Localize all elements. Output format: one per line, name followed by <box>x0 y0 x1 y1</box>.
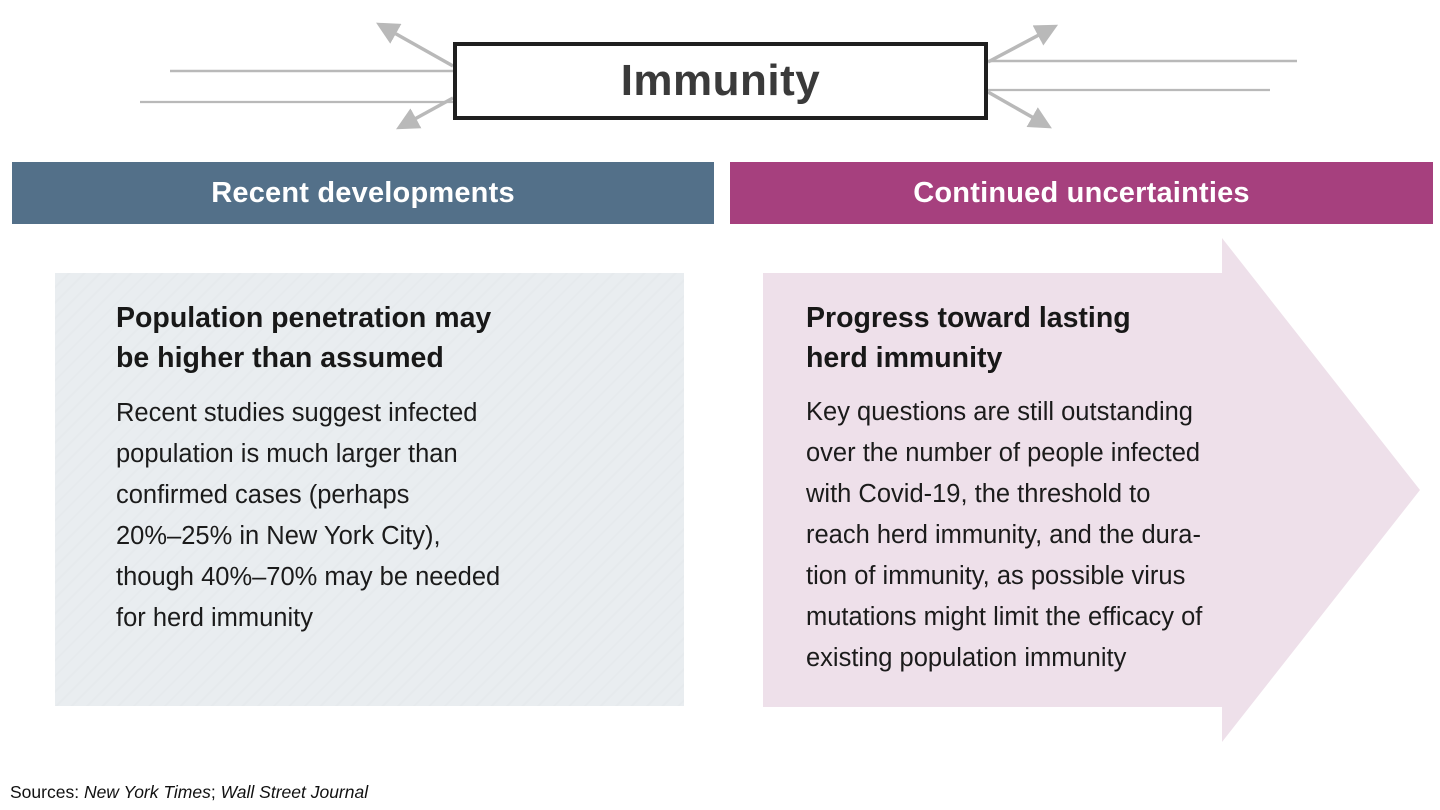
immunity-title: Immunity <box>620 56 821 105</box>
source-new-york-times: New York Times <box>83 782 211 802</box>
left-panel-body: Recent studies suggest infected populati… <box>116 399 501 632</box>
header-continued-uncertainties: Continued uncertainties <box>730 162 1433 224</box>
sources-separator: ; <box>210 782 221 802</box>
arrow-down-left-icon <box>396 96 454 130</box>
left-panel-heading: Population penetration may be higher tha… <box>116 302 492 374</box>
left-panel <box>55 273 684 706</box>
sources-line: Sources: New York Times; Wall Street Jou… <box>10 782 368 803</box>
right-panel-body: Key questions are still outstanding over… <box>806 398 1203 672</box>
header-recent-developments: Recent developments <box>12 162 714 224</box>
right-arrow-polygon <box>763 238 1420 742</box>
header-continued-uncertainties-label: Continued uncertainties <box>913 176 1250 209</box>
arrow-up-left-icon <box>376 22 454 68</box>
right-panel-heading: Progress toward lasting herd immunity <box>806 302 1131 374</box>
immunity-title-box: Immunity <box>453 42 988 120</box>
right-panel-arrow-shape <box>763 238 1420 742</box>
header-recent-developments-label: Recent developments <box>211 176 515 209</box>
source-wall-street-journal: Wall Street Journal <box>220 782 369 802</box>
arrow-down-right-icon <box>987 90 1052 129</box>
sources-prefix: Sources: <box>10 782 84 802</box>
arrow-up-right-icon <box>987 24 1059 64</box>
flow-arrows-graphic <box>140 22 1297 130</box>
